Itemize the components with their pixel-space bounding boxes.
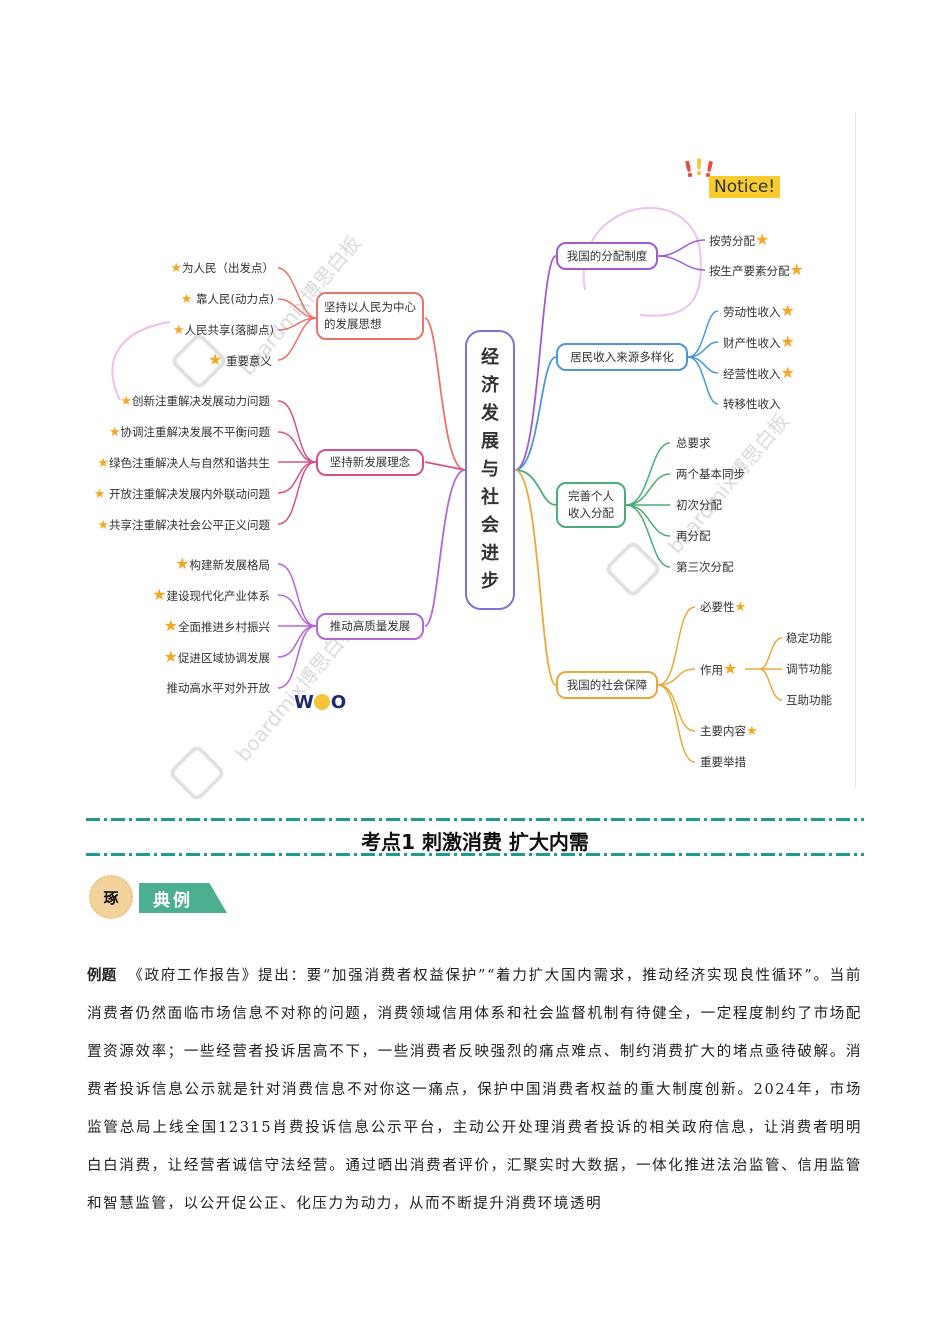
leaf-node: ★ 开放注重解决发展内外联动问题 (93, 487, 270, 502)
star-icon: ★ (208, 350, 223, 369)
notice-label: Notice! (709, 176, 781, 198)
example-paragraph: 例题《政府工作报告》提出：要“加强消费者权益保护”“着力扩大国内需求，推动经济实… (87, 957, 862, 1223)
leaf-node: 按劳分配★ (709, 230, 770, 249)
leaf-node: 再分配 (676, 529, 711, 543)
leaf-node: 调节功能 (786, 662, 832, 676)
star-icon: ★ (172, 323, 185, 338)
star-icon: ★ (734, 600, 747, 615)
center-char: 与 (481, 459, 499, 480)
star-icon: ★ (755, 230, 770, 249)
leaf-node: ★促进区域协调发展 (163, 647, 270, 666)
divider-top (86, 818, 864, 821)
leaf-node: 稳定功能 (786, 631, 832, 645)
star-icon: ★ (780, 301, 795, 320)
star-icon: ★ (180, 292, 193, 307)
leaf-node: 转移性收入 (723, 397, 781, 411)
mindmap-connectors (111, 206, 783, 763)
center-char: 济 (481, 375, 499, 396)
example-badge: 琢 典例 (89, 875, 229, 919)
star-icon: ★ (780, 363, 795, 382)
surprised-face-icon (313, 694, 330, 710)
example-text: 《政府工作报告》提出：要“加强消费者权益保护”“着力扩大国内需求，推动经济实现良… (87, 968, 862, 1212)
mindmap-frame-edge (855, 112, 856, 788)
branch-distribution-system: 我国的分配制度 (556, 242, 658, 270)
branch-people-centered: 坚持以人民为中心的发展思想 (316, 292, 424, 340)
leaf-node: ★协调注重解决发展不平衡问题 (108, 425, 270, 440)
leaf-node: 总要求 (676, 436, 711, 450)
center-char: 发 (481, 403, 499, 424)
leaf-node: 财产性收入★ (723, 332, 795, 351)
center-char: 展 (481, 431, 499, 452)
star-icon: ★ (723, 659, 738, 678)
leaf-node: ★绿色注重解决人与自然和谐共生 (97, 456, 270, 471)
center-char: 社 (481, 487, 499, 508)
leaf-node: ★ 重要意义 (208, 350, 272, 369)
star-icon: ★ (163, 647, 178, 666)
leaf-node: 初次分配 (676, 498, 722, 512)
divider-bottom (86, 853, 864, 856)
leaf-node: 互助功能 (786, 693, 832, 707)
leaf-node: ★建设现代化产业体系 (152, 585, 270, 604)
leaf-node: 按生产要素分配★ (709, 260, 804, 279)
badge-circle: 琢 (89, 875, 133, 919)
center-char: 步 (481, 571, 499, 592)
leaf-node: ★为人民（出发点） (170, 261, 274, 276)
branch-social-security: 我国的社会保障 (556, 671, 658, 699)
leaf-node: 两个基本同步 (676, 467, 745, 481)
star-icon: ★ (152, 585, 167, 604)
branch-income-diversification: 居民收入来源多样化 (556, 343, 688, 371)
example-label: 例题 (87, 968, 117, 984)
mindmap-center-node: 经 济 发 展 与 社 会 进 步 (465, 330, 515, 610)
star-icon: ★ (746, 724, 758, 739)
center-char: 经 (481, 347, 499, 368)
leaf-node: ★构建新发展格局 (175, 554, 270, 573)
leaf-node: 第三次分配 (676, 560, 734, 574)
branch-new-development-concept: 坚持新发展理念 (316, 449, 424, 476)
star-icon: ★ (120, 394, 132, 409)
leaf-node: ★创新注重解决发展动力问题 (120, 394, 270, 409)
leaf-node: 必要性★ (700, 600, 747, 615)
star-icon: ★ (97, 456, 109, 471)
star-icon: ★ (163, 616, 178, 635)
leaf-node: ★人民共享(落脚点) (172, 323, 274, 338)
leaf-node: 推动高水平对外开放 (166, 681, 271, 695)
leaf-node: 主要内容★ (700, 724, 758, 739)
exclamation-icon: ! (694, 156, 705, 181)
badge-tag: 典例 (139, 883, 227, 913)
center-char: 会 (481, 515, 499, 536)
section-title: 考点1 刺激消费 扩大内需 (361, 830, 589, 854)
star-icon: ★ (789, 260, 804, 279)
center-char: 进 (481, 543, 499, 564)
star-icon: ★ (780, 332, 795, 351)
leaf-node: ★共享注重解决社会公平正义问题 (97, 518, 270, 533)
star-icon: ★ (170, 261, 182, 276)
leaf-node: 重要举措 (700, 755, 746, 769)
branch-personal-income-distribution: 完善个人收入分配 (556, 482, 626, 528)
star-icon: ★ (108, 425, 121, 440)
leaf-node: 劳动性收入★ (723, 301, 795, 320)
leaf-node: 经营性收入★ (723, 363, 795, 382)
branch-high-quality-development: 推动高质量发展 (316, 613, 424, 640)
leaf-node: ★全面推进乡村振兴 (163, 616, 270, 635)
star-icon: ★ (93, 487, 106, 502)
star-icon: ★ (97, 518, 109, 533)
star-icon: ★ (175, 554, 190, 573)
leaf-node: 作用★ (700, 659, 738, 678)
leaf-node: ★ 靠人民(动力点) (180, 292, 274, 307)
